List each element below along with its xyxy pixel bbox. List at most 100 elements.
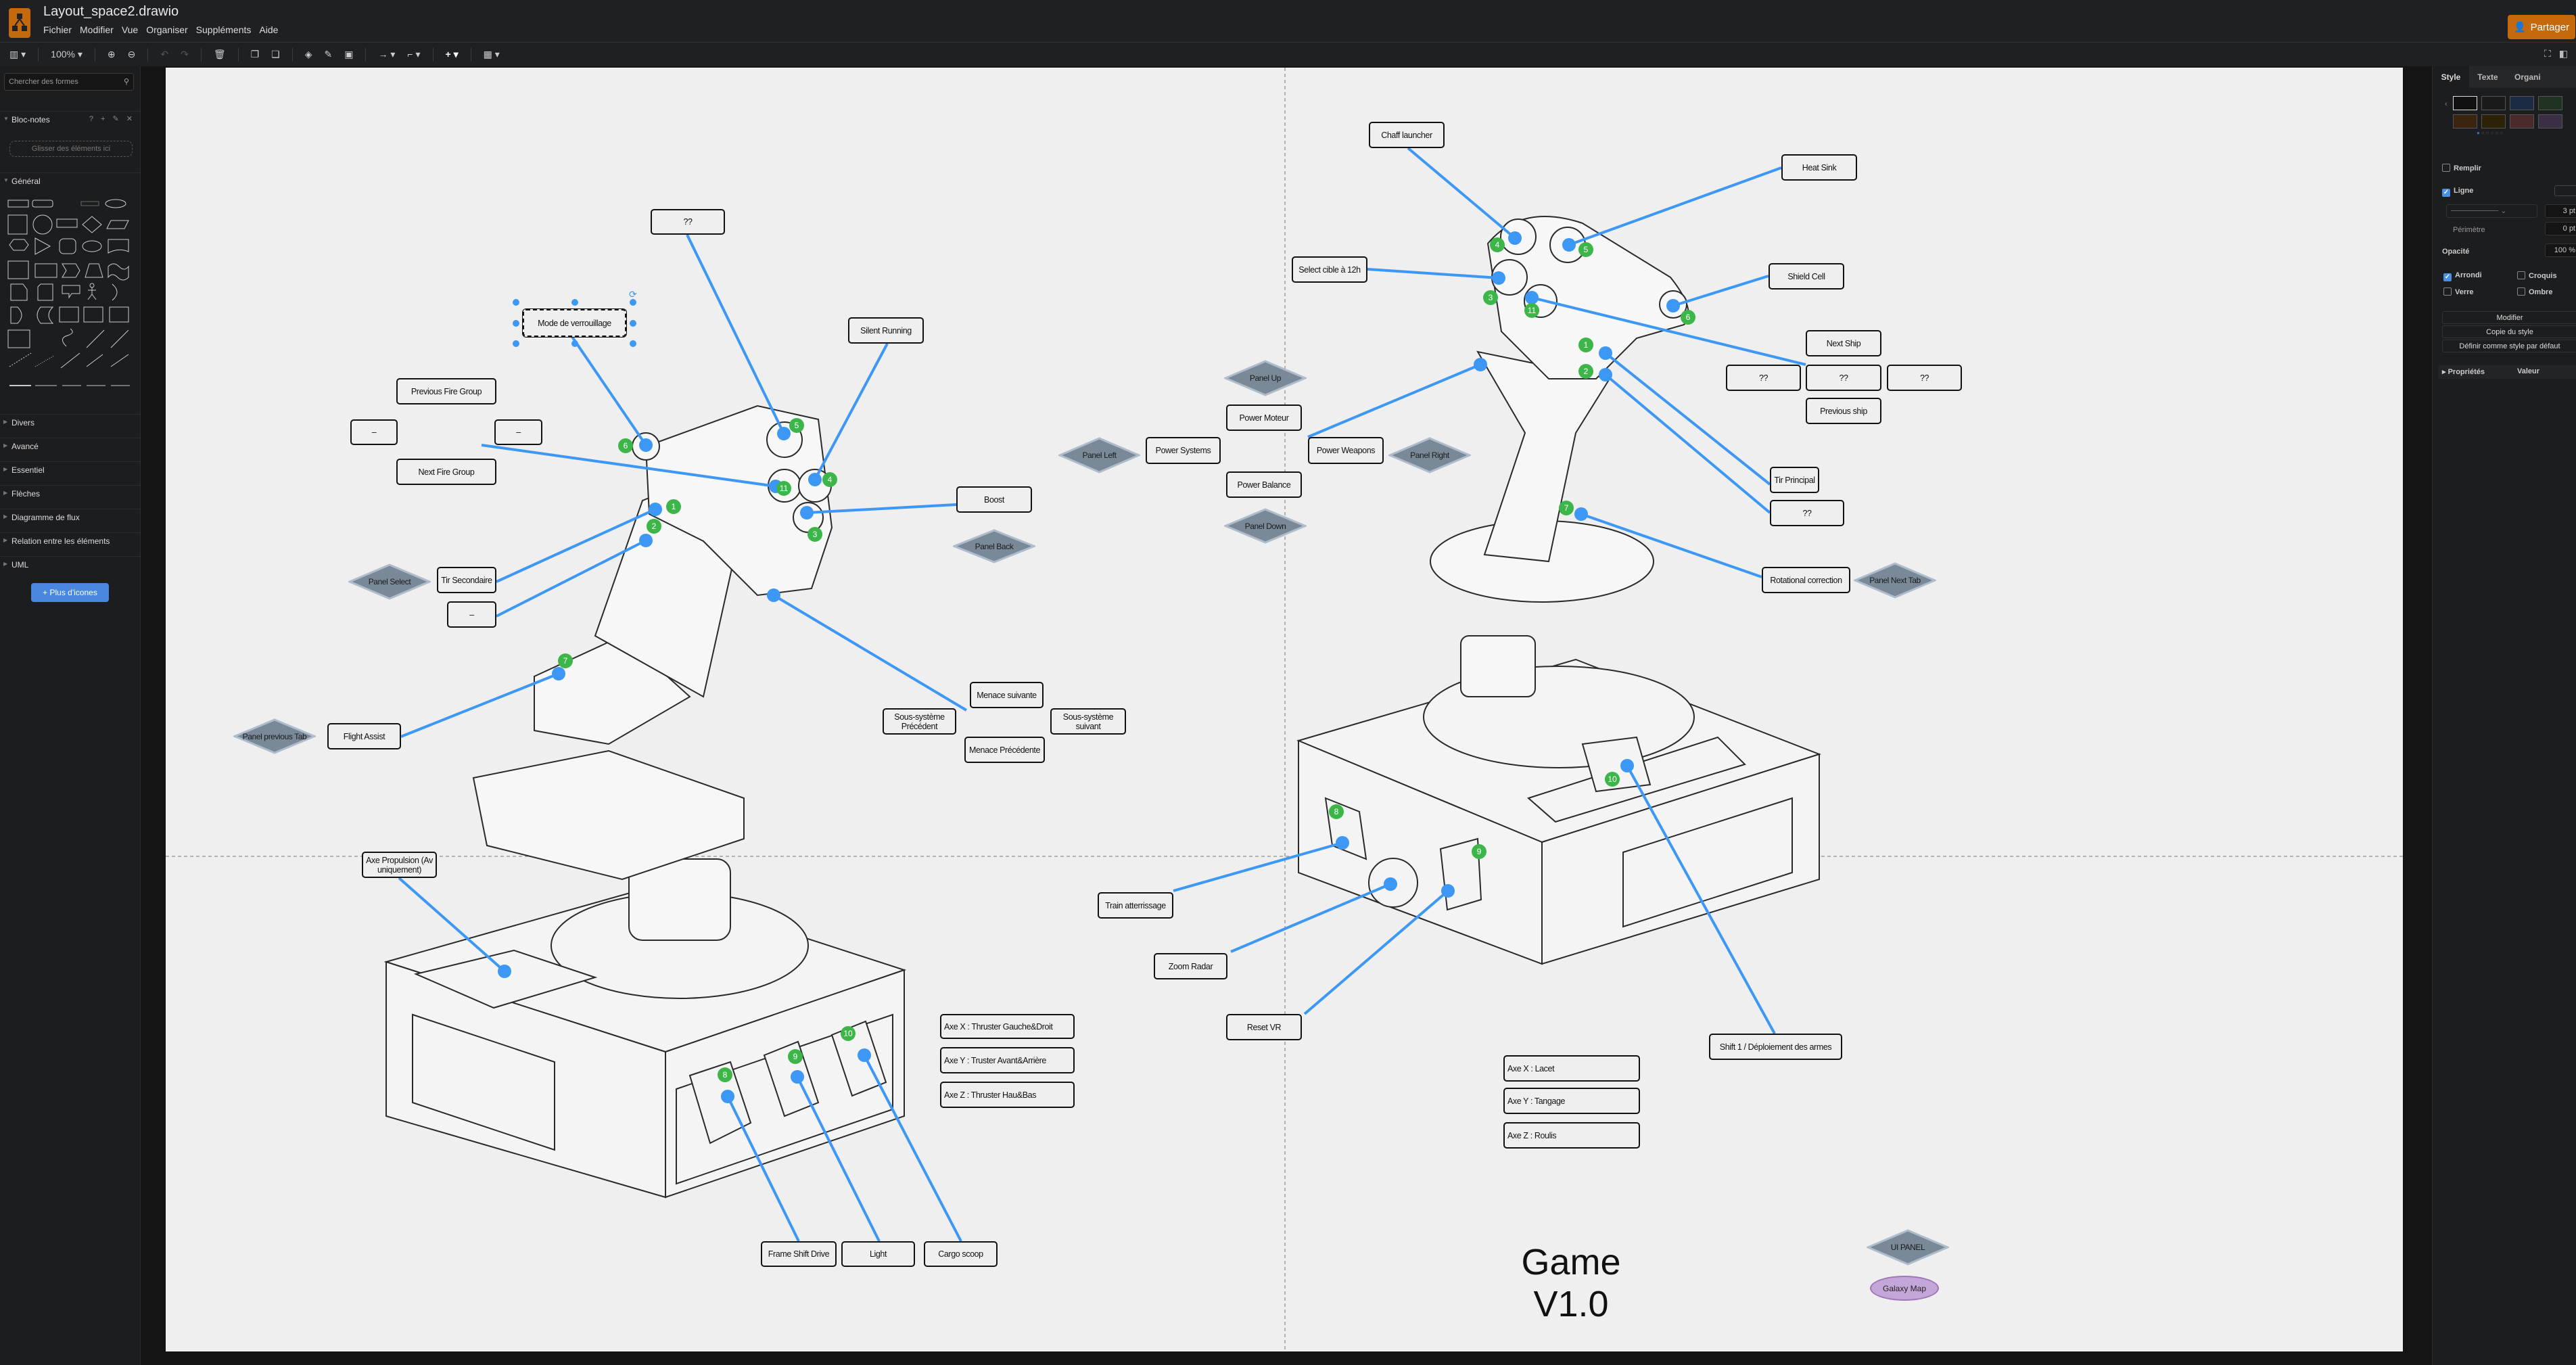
delete-icon[interactable]: 🗑 <box>213 49 226 60</box>
connector-endpoint[interactable] <box>1525 291 1539 304</box>
set-default-style-button[interactable]: Définir comme style par défaut <box>2442 340 2576 352</box>
menu-aide[interactable]: Aide <box>259 24 279 35</box>
fullscreen-icon[interactable]: ⛶ <box>2544 48 2551 59</box>
left_stick-label-box[interactable]: Axe Y : Truster Avant&Arrière <box>940 1047 1075 1073</box>
search-icon[interactable]: ⚲ <box>123 78 129 86</box>
shadow-checkbox[interactable]: Ombre <box>2517 287 2552 296</box>
left_stick-label-box[interactable]: Tir Secondaire <box>437 567 496 593</box>
connector-endpoint[interactable] <box>1620 759 1634 772</box>
left_stick-label-box[interactable]: Menace Précédente <box>964 737 1045 763</box>
section-relation[interactable]: ▶Relation entre les éléments <box>0 532 141 548</box>
redo-icon[interactable]: ↷ <box>181 49 189 60</box>
tab-style[interactable]: Style <box>2433 66 2469 88</box>
connector-line[interactable] <box>1307 363 1481 438</box>
connector-line[interactable] <box>1367 268 1499 279</box>
menu-organiser[interactable]: Organiser <box>146 24 188 35</box>
right_stick-label-box[interactable]: Axe Z : Roulis <box>1503 1122 1640 1149</box>
resize-handle[interactable] <box>630 319 636 327</box>
undo-icon[interactable]: ↶ <box>160 49 169 60</box>
connector-endpoint[interactable] <box>1508 231 1522 245</box>
right_stick-label-box[interactable]: Tir Principal <box>1770 467 1819 493</box>
right_stick-label-box[interactable]: ?? <box>1806 365 1881 391</box>
right_stick-label-box[interactable]: Axe Y : Tangage <box>1503 1088 1640 1114</box>
right_stick-label-box[interactable]: Zoom Radar <box>1154 953 1227 979</box>
left_stick-label-box[interactable]: Axe Propulsion (Av uniquement) <box>362 852 437 878</box>
menu-fichier[interactable]: Fichier <box>43 24 72 35</box>
zoom-out-icon[interactable]: ⊖ <box>127 49 136 60</box>
connector-endpoint[interactable] <box>808 473 822 486</box>
menu-supplements[interactable]: Suppléments <box>195 24 252 35</box>
connector-endpoint[interactable] <box>1384 877 1397 891</box>
left_stick-label-box[interactable]: Axe Z : Thruster Hau&Bas <box>940 1082 1075 1108</box>
connector-endpoint[interactable] <box>498 965 511 978</box>
file-title[interactable]: Layout_space2.drawio <box>43 4 179 19</box>
menu-vue[interactable]: Vue <box>121 24 139 35</box>
left_stick-label-box[interactable]: Sous-système suivant <box>1050 708 1126 735</box>
sketch-checkbox[interactable]: Croquis <box>2517 271 2557 280</box>
connector-endpoint[interactable] <box>791 1070 804 1084</box>
right_stick-label-box[interactable]: Power Moteur <box>1226 404 1302 431</box>
left_stick-label-box[interactable]: Sous-système Précédent <box>883 708 956 735</box>
connector-endpoint[interactable] <box>552 667 565 680</box>
connector-line[interactable] <box>814 343 889 480</box>
line-color-swatch[interactable] <box>2554 185 2576 196</box>
right_stick-label-box[interactable]: ?? <box>1887 365 1962 391</box>
left_stick-panel-diamond[interactable]: Panel Select <box>348 563 431 600</box>
right_stick-label-box[interactable]: Power Balance <box>1226 471 1302 498</box>
connector-endpoint[interactable] <box>1474 358 1487 371</box>
connector-endpoint[interactable] <box>639 438 653 452</box>
resize-handle[interactable] <box>513 319 519 327</box>
resize-handle[interactable] <box>571 299 578 306</box>
galaxy-map-ellipse[interactable]: Galaxy Map <box>1870 1276 1939 1301</box>
style-swatch[interactable] <box>2538 114 2562 129</box>
right_stick-label-box[interactable]: Rotational correction <box>1762 567 1850 593</box>
scratchpad-dropzone[interactable]: Glisser des éléments ici <box>9 141 133 157</box>
right_stick-label-box[interactable]: Select cible à 12h <box>1292 256 1367 283</box>
connector-line[interactable] <box>1173 841 1343 892</box>
connection-icon[interactable]: → ▾ <box>378 49 396 60</box>
connector-line[interactable] <box>1531 296 1806 366</box>
right_stick-label-box[interactable]: Shift 1 / Déploiement des armes <box>1709 1034 1842 1060</box>
left_stick-label-box[interactable]: Mode de verrouillage <box>522 308 627 338</box>
right_stick-label-box[interactable]: Shield Cell <box>1769 263 1844 290</box>
connector-line[interactable] <box>1672 275 1769 307</box>
connector-line[interactable] <box>481 444 776 488</box>
swatch-prev-icon[interactable]: ‹ <box>2445 100 2448 108</box>
connector-line[interactable] <box>496 508 656 583</box>
perimeter-input[interactable]: 0 pt <box>2545 222 2576 235</box>
zoom-select[interactable]: 100% ▾ <box>51 49 83 60</box>
connector-endpoint[interactable] <box>1599 368 1612 381</box>
section-fleches[interactable]: ▶Flèches <box>0 485 141 501</box>
connector-endpoint[interactable] <box>800 506 814 519</box>
left_stick-label-box[interactable]: Light <box>841 1241 915 1267</box>
table-icon[interactable]: ▦ ▾ <box>483 49 500 60</box>
style-swatch[interactable] <box>2538 96 2562 110</box>
right_stick-panel-diamond[interactable]: Panel Right <box>1388 437 1471 473</box>
resize-handle[interactable] <box>571 340 578 347</box>
resize-handle[interactable] <box>513 299 519 306</box>
connector-line[interactable] <box>571 336 647 446</box>
right_stick-label-box[interactable]: ?? <box>1726 365 1801 391</box>
connector-endpoint[interactable] <box>1562 238 1576 252</box>
line-style-select[interactable]: ───────── ⌄ <box>2446 204 2537 218</box>
line-width-input[interactable]: 3 pt <box>2545 204 2576 218</box>
shadow-icon[interactable]: ▣ <box>344 49 354 60</box>
right_stick-label-box[interactable]: Heat Sink <box>1781 154 1857 181</box>
section-uml[interactable]: ▶UML <box>0 556 141 572</box>
left_stick-label-box[interactable]: Cargo scoop <box>924 1241 998 1267</box>
left_stick-label-box[interactable]: Flight Assist <box>327 723 401 749</box>
left_stick-panel-diamond[interactable]: Panel previous Tab <box>233 718 316 754</box>
edit-style-button[interactable]: Modifier <box>2442 311 2576 324</box>
connector-line[interactable] <box>1604 373 1771 514</box>
line-checkbox[interactable]: ✓Ligne <box>2442 187 2474 197</box>
left_stick-label-box[interactable]: ?? <box>651 209 725 235</box>
left_stick-panel-diamond[interactable]: Panel Back <box>953 529 1035 563</box>
fill-color-icon[interactable]: ◈ <box>304 49 312 60</box>
connector-line[interactable] <box>1580 513 1762 578</box>
left_stick-label-box[interactable]: – <box>447 601 496 628</box>
more-shapes-button[interactable]: + Plus d'icones <box>31 583 109 602</box>
right_stick-panel-diamond[interactable]: Panel Up <box>1224 360 1307 396</box>
left_stick-label-box[interactable]: Axe X : Thruster Gauche&Droit <box>940 1014 1075 1039</box>
rotate-handle-icon[interactable]: ⟳ <box>629 289 637 300</box>
share-button[interactable]: 👤Partager <box>2508 15 2575 39</box>
